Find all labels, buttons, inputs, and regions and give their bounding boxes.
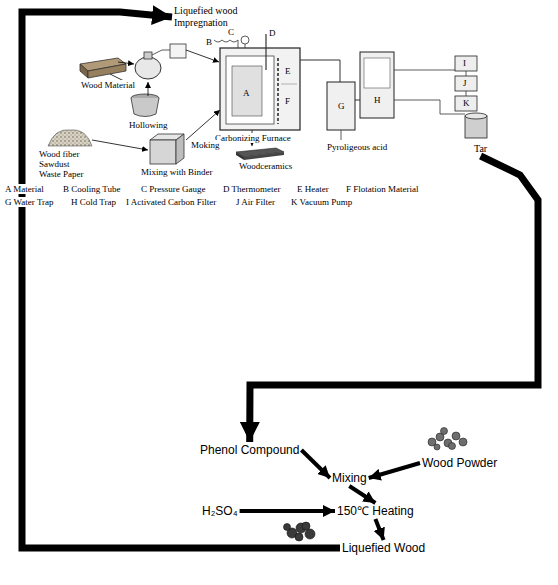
part-letter: K (462, 98, 471, 108)
step-text: H₂SO₄ (202, 504, 238, 518)
illustration-label: Moking (190, 140, 221, 150)
illustration-label: Mixing with Binder (140, 167, 214, 177)
legend-entry: E Heater (296, 184, 330, 194)
part-letter: C (227, 27, 235, 37)
step-text: Phenol Compound (200, 443, 299, 457)
process-step: Mixing (330, 470, 369, 486)
process-step: Phenol Compound (198, 442, 301, 458)
material-label: Wood Powder (420, 455, 499, 471)
legend-entry: J Air Filter (235, 197, 276, 207)
part-letter: D (268, 28, 277, 38)
illustration-label: Woodceramics (238, 161, 293, 171)
process-step: Liquefied wood Impregnation (172, 4, 276, 30)
flow-arrow (375, 519, 383, 540)
illustration-label: Wood fiber Sawdust Waste Paper (38, 149, 94, 179)
process-step: 150℃ Heating (335, 503, 416, 519)
part-letter: F (284, 96, 291, 106)
part-letter: E (284, 66, 292, 76)
legend-entry: G Water Trap (4, 197, 55, 207)
legend-entry: A Material (4, 184, 45, 194)
step-text: Liquefied Wood (342, 541, 425, 555)
legend-entry: H Cold Trap (70, 197, 117, 207)
illustration-label: Hollowing (128, 120, 169, 130)
flow-arrow (301, 450, 330, 478)
part-letter: G (337, 101, 346, 111)
illustration-label: Wood Material (80, 80, 136, 90)
flow-arrow (250, 156, 538, 442)
step-text: Wood Powder (422, 456, 497, 470)
part-letter: H (373, 95, 382, 105)
legend-entry: C Pressure Gauge (140, 184, 207, 194)
flow-arrow (240, 509, 335, 513)
product-label: Tar (472, 142, 489, 156)
step-text: 150℃ Heating (337, 504, 414, 518)
part-letter: J (462, 78, 468, 88)
reagent-label: H₂SO₄ (200, 503, 240, 519)
step-text: Tar (474, 143, 487, 155)
illustration-label: Carbonizing Furnace (214, 133, 292, 143)
part-letter: B (205, 37, 213, 47)
step-text: Liquefied wood Impregnation (174, 5, 274, 29)
legend-entry: D Thermometer (222, 184, 282, 194)
step-text: Mixing (332, 471, 367, 485)
part-letter: A (242, 88, 251, 98)
flow-arrow (369, 463, 420, 478)
legend-entry: F Flotation Material (345, 184, 420, 194)
illustration-label: Pyroligeous acid (326, 142, 388, 152)
flow-arrow (22, 12, 340, 548)
part-letter: I (462, 58, 467, 68)
legend-entry: K Vacuum Pump (290, 197, 353, 207)
product-label: Liquefied Wood (340, 540, 427, 556)
legend-entry: B Cooling Tube (62, 184, 122, 194)
legend-entry: I Activated Carbon Filter (125, 197, 217, 207)
flow-arrow (349, 486, 375, 503)
